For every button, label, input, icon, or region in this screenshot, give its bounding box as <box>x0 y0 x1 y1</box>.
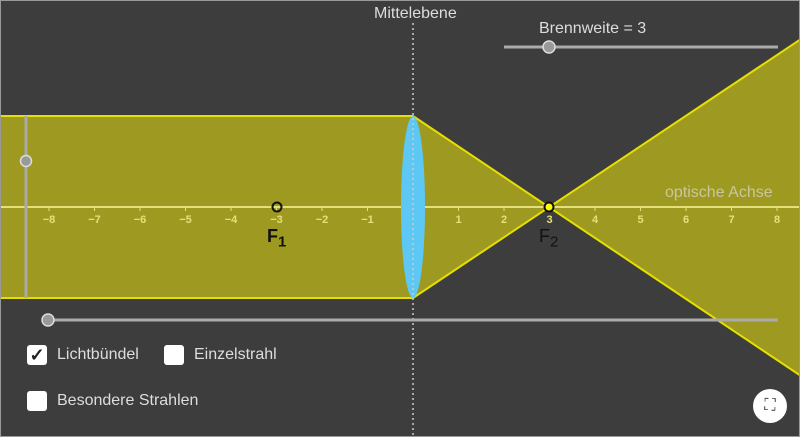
lens <box>401 116 425 298</box>
f2-subscript: 2 <box>550 233 559 251</box>
axis-tick-label: −1 <box>361 214 374 226</box>
f2-letter: F <box>539 226 550 246</box>
checkbox-label: Einzelstrahl <box>194 346 277 363</box>
focal-point-f1[interactable] <box>271 201 283 213</box>
focal-point-f2[interactable] <box>543 201 555 213</box>
axis-tick-label: 7 <box>728 214 734 226</box>
axis-tick-label: 8 <box>774 214 780 226</box>
axis-tick-label: 4 <box>592 214 599 226</box>
ray-top <box>412 115 799 376</box>
axis-tick-label: 2 <box>501 214 507 226</box>
axis-tick-label: −5 <box>179 214 192 226</box>
checkbox-box <box>27 391 47 411</box>
axis-tick-label: −6 <box>134 214 147 226</box>
ray-bottom <box>412 39 799 299</box>
checkbox-einzelstrahl[interactable]: Einzelstrahl <box>164 345 277 365</box>
f1-letter: F <box>267 226 278 246</box>
check-icon: ✓ <box>27 345 47 365</box>
checkbox-lichtbuendel[interactable]: ✓ Lichtbündel <box>27 345 139 365</box>
focal-slider-label: Brennweite = 3 <box>539 20 647 37</box>
mid-plane-label: Mittelebene <box>374 5 457 22</box>
fullscreen-button[interactable]: ⛶ <box>753 389 787 423</box>
axis-tick-label: −8 <box>43 214 56 226</box>
f1-label: F1 <box>267 227 286 252</box>
fullscreen-icon: ⛶ <box>764 397 776 414</box>
axis-tick-label: −4 <box>225 214 238 226</box>
checkbox-label: Besondere Strahlen <box>57 392 199 409</box>
axis-label: optische Achse <box>665 184 773 201</box>
axis-tick-label: 5 <box>637 214 643 226</box>
checkbox-label: Lichtbündel <box>57 346 139 363</box>
axis-tick-label: −3 <box>270 214 283 226</box>
axis-tick-label: 1 <box>455 214 461 226</box>
checkbox-besondere-strahlen[interactable]: Besondere Strahlen <box>27 391 198 411</box>
f1-subscript: 1 <box>278 233 287 251</box>
axis-tick-label: 3 <box>546 214 552 226</box>
focal-slider-handle[interactable] <box>542 40 556 54</box>
beam-height-slider-handle[interactable] <box>19 154 33 168</box>
position-slider-handle[interactable] <box>41 313 55 327</box>
f2-label: F2 <box>539 227 558 252</box>
axis-tick-label: −2 <box>316 214 329 226</box>
checkbox-box <box>164 345 184 365</box>
axis-tick-label: −7 <box>88 214 101 226</box>
axis-tick-label: 6 <box>683 214 689 226</box>
